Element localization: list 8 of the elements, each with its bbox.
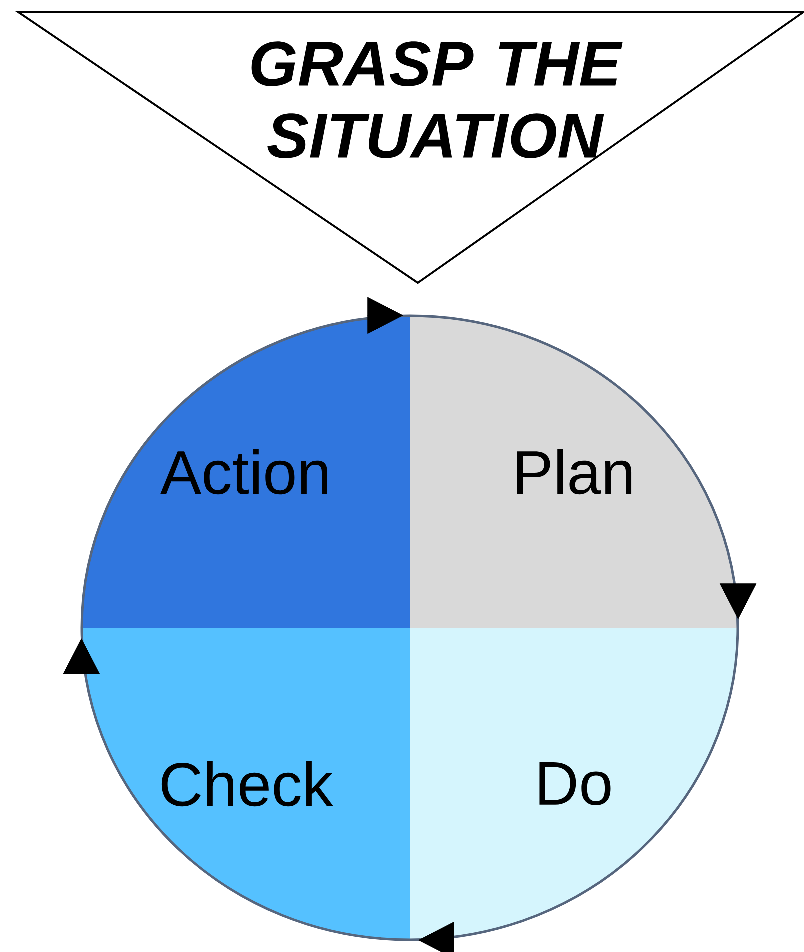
cycle-arrow bbox=[418, 922, 454, 952]
cycle-arrow bbox=[720, 584, 757, 620]
cycle-arrow bbox=[63, 638, 100, 674]
quadrant-segment: Plan bbox=[410, 314, 740, 628]
quadrant-segment: Do bbox=[410, 628, 740, 942]
quadrant-segment: Action bbox=[80, 314, 410, 628]
cycle-arrow bbox=[368, 297, 404, 334]
quadrant-segment: Check bbox=[80, 628, 410, 942]
